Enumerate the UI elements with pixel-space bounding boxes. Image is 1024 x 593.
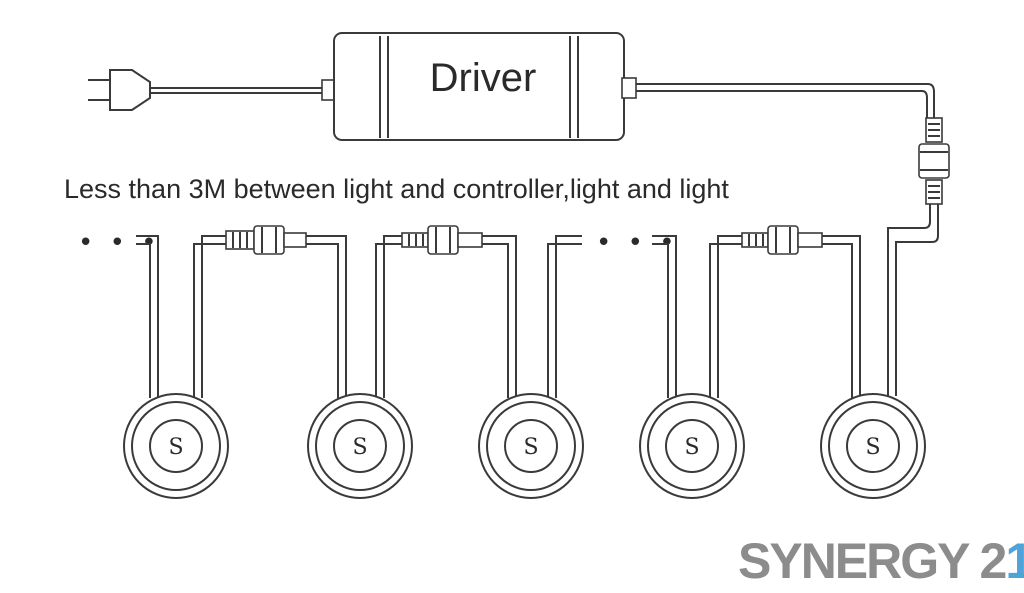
light-5: S (820, 393, 926, 499)
light-1: S (123, 393, 229, 499)
light-4: S (639, 393, 745, 499)
light-3-wire (482, 235, 582, 398)
light-2: S (307, 393, 413, 499)
driver-label: Driver (430, 56, 537, 100)
light-symbol-4: S (684, 435, 699, 460)
distance-caption: Less than 3M between light and controlle… (64, 174, 729, 204)
logo-main-text: SYNERGY 2 (738, 533, 1005, 589)
feed-cable (887, 204, 939, 396)
inline-connector-2 (401, 225, 483, 255)
light-4-wire (652, 235, 744, 398)
driver-output-grommet (621, 77, 637, 99)
power-plug-icon (88, 69, 160, 111)
driver-box: Driver (333, 32, 625, 141)
logo-accent-text: 1 (1005, 533, 1024, 589)
light-2-wire (306, 235, 404, 398)
light-symbol-3: S (523, 435, 538, 460)
light-symbol-1: S (168, 435, 183, 460)
inline-connector-1 (225, 225, 307, 255)
power-cable (160, 87, 324, 94)
light-5-wire (822, 235, 861, 398)
main-connector (918, 117, 950, 205)
synergy21-logo: SYNERGY 21 (738, 533, 1024, 589)
light-3: S (478, 393, 584, 499)
light-symbol-5: S (865, 435, 880, 460)
inline-connector-3 (741, 225, 823, 255)
output-cable (636, 83, 935, 118)
light-symbol-2: S (352, 435, 367, 460)
svg-text:SYNERGY 21: SYNERGY 21 (738, 533, 1024, 589)
light-1-wire (136, 235, 228, 398)
